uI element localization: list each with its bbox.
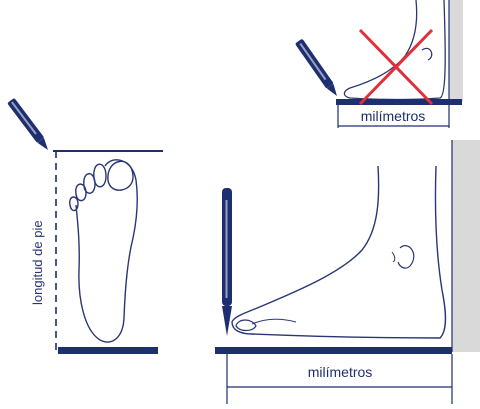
wrong-method-base-bar [336, 99, 462, 105]
foot-top-base-bar [58, 347, 158, 354]
ankle-bone-large [397, 245, 415, 269]
pen-icon [295, 39, 337, 96]
foot-top-outline [75, 159, 138, 343]
toe-crease [251, 318, 297, 325]
ankle-bone-small [421, 47, 433, 61]
wall-bottom [452, 140, 480, 352]
cross-mark-icon [358, 28, 434, 106]
foot-length-label: longitud de pie [30, 220, 45, 305]
correct-method-panel: milímetros [215, 140, 480, 404]
wrong-method-panel: milímetros [295, 0, 463, 128]
foot-side-outline-large [231, 165, 447, 339]
big-toe [107, 160, 134, 191]
wall-top [449, 0, 463, 102]
fifth-toe [69, 196, 79, 212]
pen-icon [7, 98, 48, 150]
third-toe [83, 173, 96, 194]
millimeters-bottom-label: milímetros [308, 364, 373, 380]
second-toe [93, 163, 107, 188]
pen-icon [222, 188, 232, 336]
toe-detail [235, 319, 257, 332]
correct-method-base-bar [215, 347, 452, 354]
foot-top-view-panel: longitud de pie [7, 98, 163, 354]
millimeters-top-label: milímetros [361, 108, 426, 124]
fourth-toe [75, 183, 87, 202]
